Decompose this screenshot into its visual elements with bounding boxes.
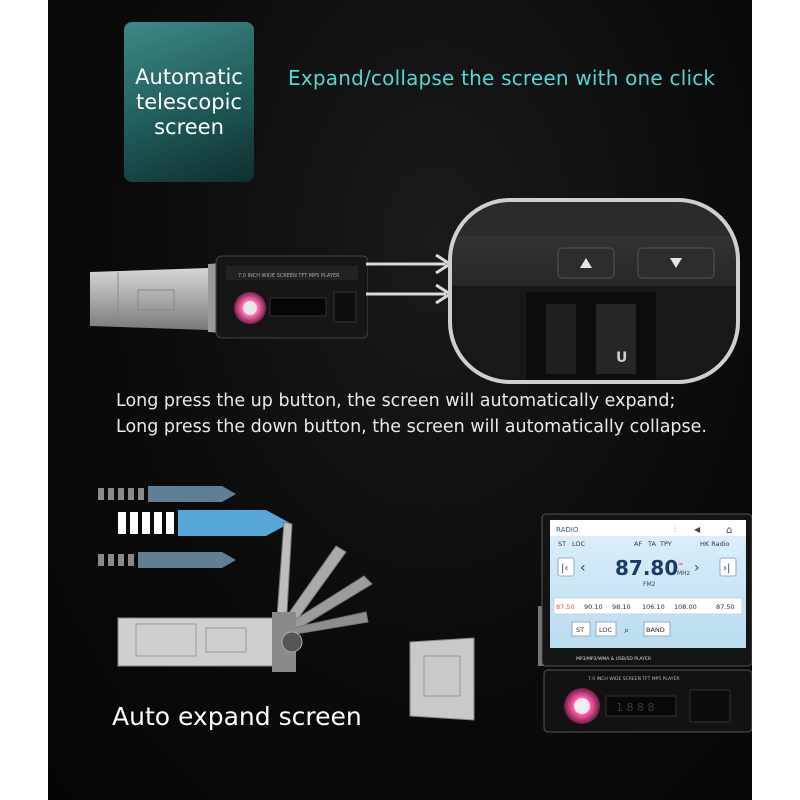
- seek-forward-icon: ›: [694, 560, 700, 576]
- instruction-line: Long press the down button, the screen w…: [116, 417, 707, 437]
- skip-forward-icon: ›|: [723, 563, 730, 574]
- control-band: BAND: [646, 626, 665, 634]
- up-arrow-icon: [580, 258, 592, 268]
- equalizer-icon: ⫶: [674, 525, 676, 534]
- screen-header: RADIO: [556, 526, 579, 534]
- expanded-head-unit: RADIO ⫶ ◀ ⌂ ST LOC AF TA TPY HK Radio |‹…: [409, 513, 752, 733]
- preset-3: 98.10: [612, 603, 631, 611]
- instructions: Long press the up button, the screen wil…: [116, 388, 707, 440]
- headline: Expand/collapse the screen with one clic…: [288, 66, 716, 90]
- home-icon: ⌂: [726, 525, 732, 536]
- status-ta: TA: [647, 540, 656, 548]
- side-view-unit: [117, 521, 373, 672]
- frequency-readout: 87.80: [615, 556, 678, 580]
- closeup-letter: U: [616, 350, 627, 366]
- volume-icon: ◀: [694, 525, 701, 534]
- product-banner: Automatic telescopic screen Expand/colla…: [48, 0, 752, 800]
- seek-back-icon: ‹: [580, 560, 586, 576]
- preset-1: 87.50: [556, 603, 575, 611]
- badge-line: screen: [154, 114, 224, 139]
- preset-5: 108.00: [674, 603, 697, 611]
- preset-6: 87.50: [716, 603, 735, 611]
- badge-line: telescopic: [136, 89, 242, 114]
- status-loc: LOC: [572, 540, 586, 548]
- down-arrow-icon: [670, 258, 682, 268]
- control-st: ST: [576, 626, 584, 634]
- station-name: HK Radio: [700, 540, 730, 548]
- panel-label: MP3/MP3/WMA & USB/SD PLAYER: [576, 656, 651, 662]
- preset-4: 106.10: [642, 603, 665, 611]
- collapsed-head-unit: 7.0 INCH WIDE SCREEN TFT MP5 PLAYER: [90, 255, 368, 339]
- status-tpy: TPY: [659, 540, 672, 548]
- faceplate-label: 7.0 INCH WIDE SCREEN TFT MP5 PLAYER: [588, 676, 679, 682]
- status-af: AF: [634, 540, 642, 548]
- band-label: FM2: [643, 581, 656, 588]
- button-closeup: U: [448, 198, 740, 384]
- svg-text:7.0 INCH WIDE SCREEN TFT MP5 P: 7.0 INCH WIDE SCREEN TFT MP5 PLAYER: [238, 273, 340, 279]
- skip-back-icon: |‹: [561, 563, 568, 574]
- auto-expand-label: Auto expand screen: [112, 702, 362, 731]
- feature-badge: Automatic telescopic screen: [124, 22, 254, 182]
- preset-2: 90.10: [584, 603, 603, 611]
- control-loc: LOC: [599, 626, 613, 634]
- instruction-line: Long press the up button, the screen wil…: [116, 391, 676, 411]
- motion-arrows: [98, 486, 290, 568]
- search-icon: ⌕: [624, 626, 629, 636]
- faceplate-display: 1 8 8 8: [616, 701, 654, 714]
- status-st: ST: [558, 540, 566, 548]
- frequency-unit: MHz: [677, 570, 690, 577]
- badge-line: Automatic: [135, 64, 243, 89]
- stereo-icon: ∞: [678, 560, 684, 568]
